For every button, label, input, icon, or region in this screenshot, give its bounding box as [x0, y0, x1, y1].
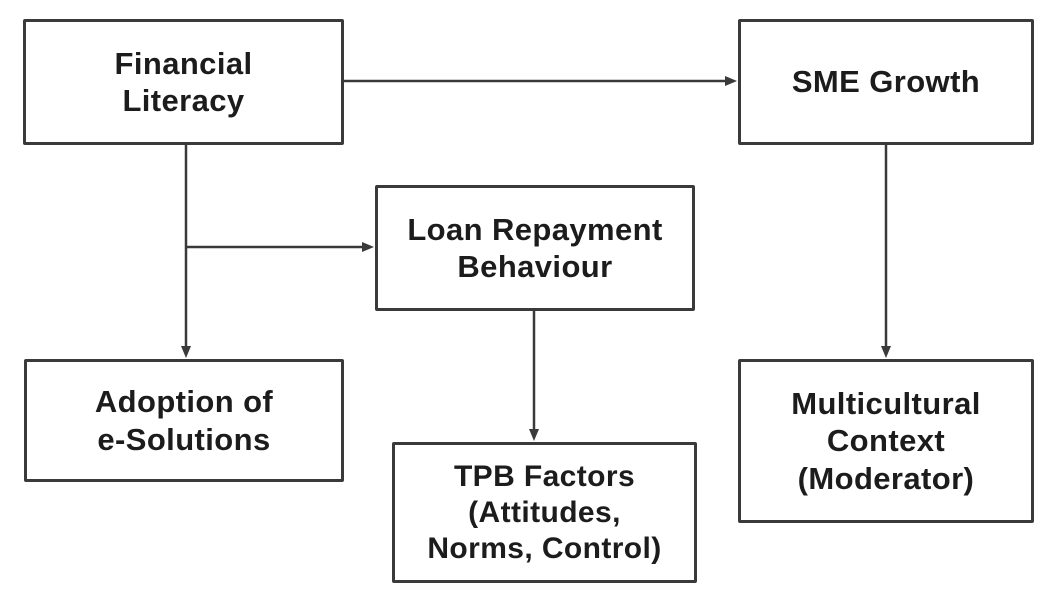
node-financial-literacy: Financial Literacy	[23, 19, 344, 145]
node-tpb-factors: TPB Factors (Attitudes, Norms, Control)	[392, 442, 697, 583]
node-sme-growth: SME Growth	[738, 19, 1034, 145]
node-financial-literacy-label: Financial Literacy	[114, 45, 253, 118]
node-multicultural-context: Multicultural Context (Moderator)	[738, 359, 1034, 523]
node-loan-repayment-behaviour-label: Loan Repayment Behaviour	[407, 211, 663, 284]
node-sme-growth-label: SME Growth	[791, 64, 981, 100]
node-loan-repayment-behaviour: Loan Repayment Behaviour	[375, 185, 695, 311]
node-tpb-factors-label: TPB Factors (Attitudes, Norms, Control)	[427, 459, 662, 565]
node-adoption-of-e-solutions-label: Adoption of e-Solutions	[94, 384, 274, 457]
node-multicultural-context-label: Multicultural Context (Moderator)	[791, 386, 981, 496]
node-adoption-of-e-solutions: Adoption of e-Solutions	[24, 359, 344, 482]
